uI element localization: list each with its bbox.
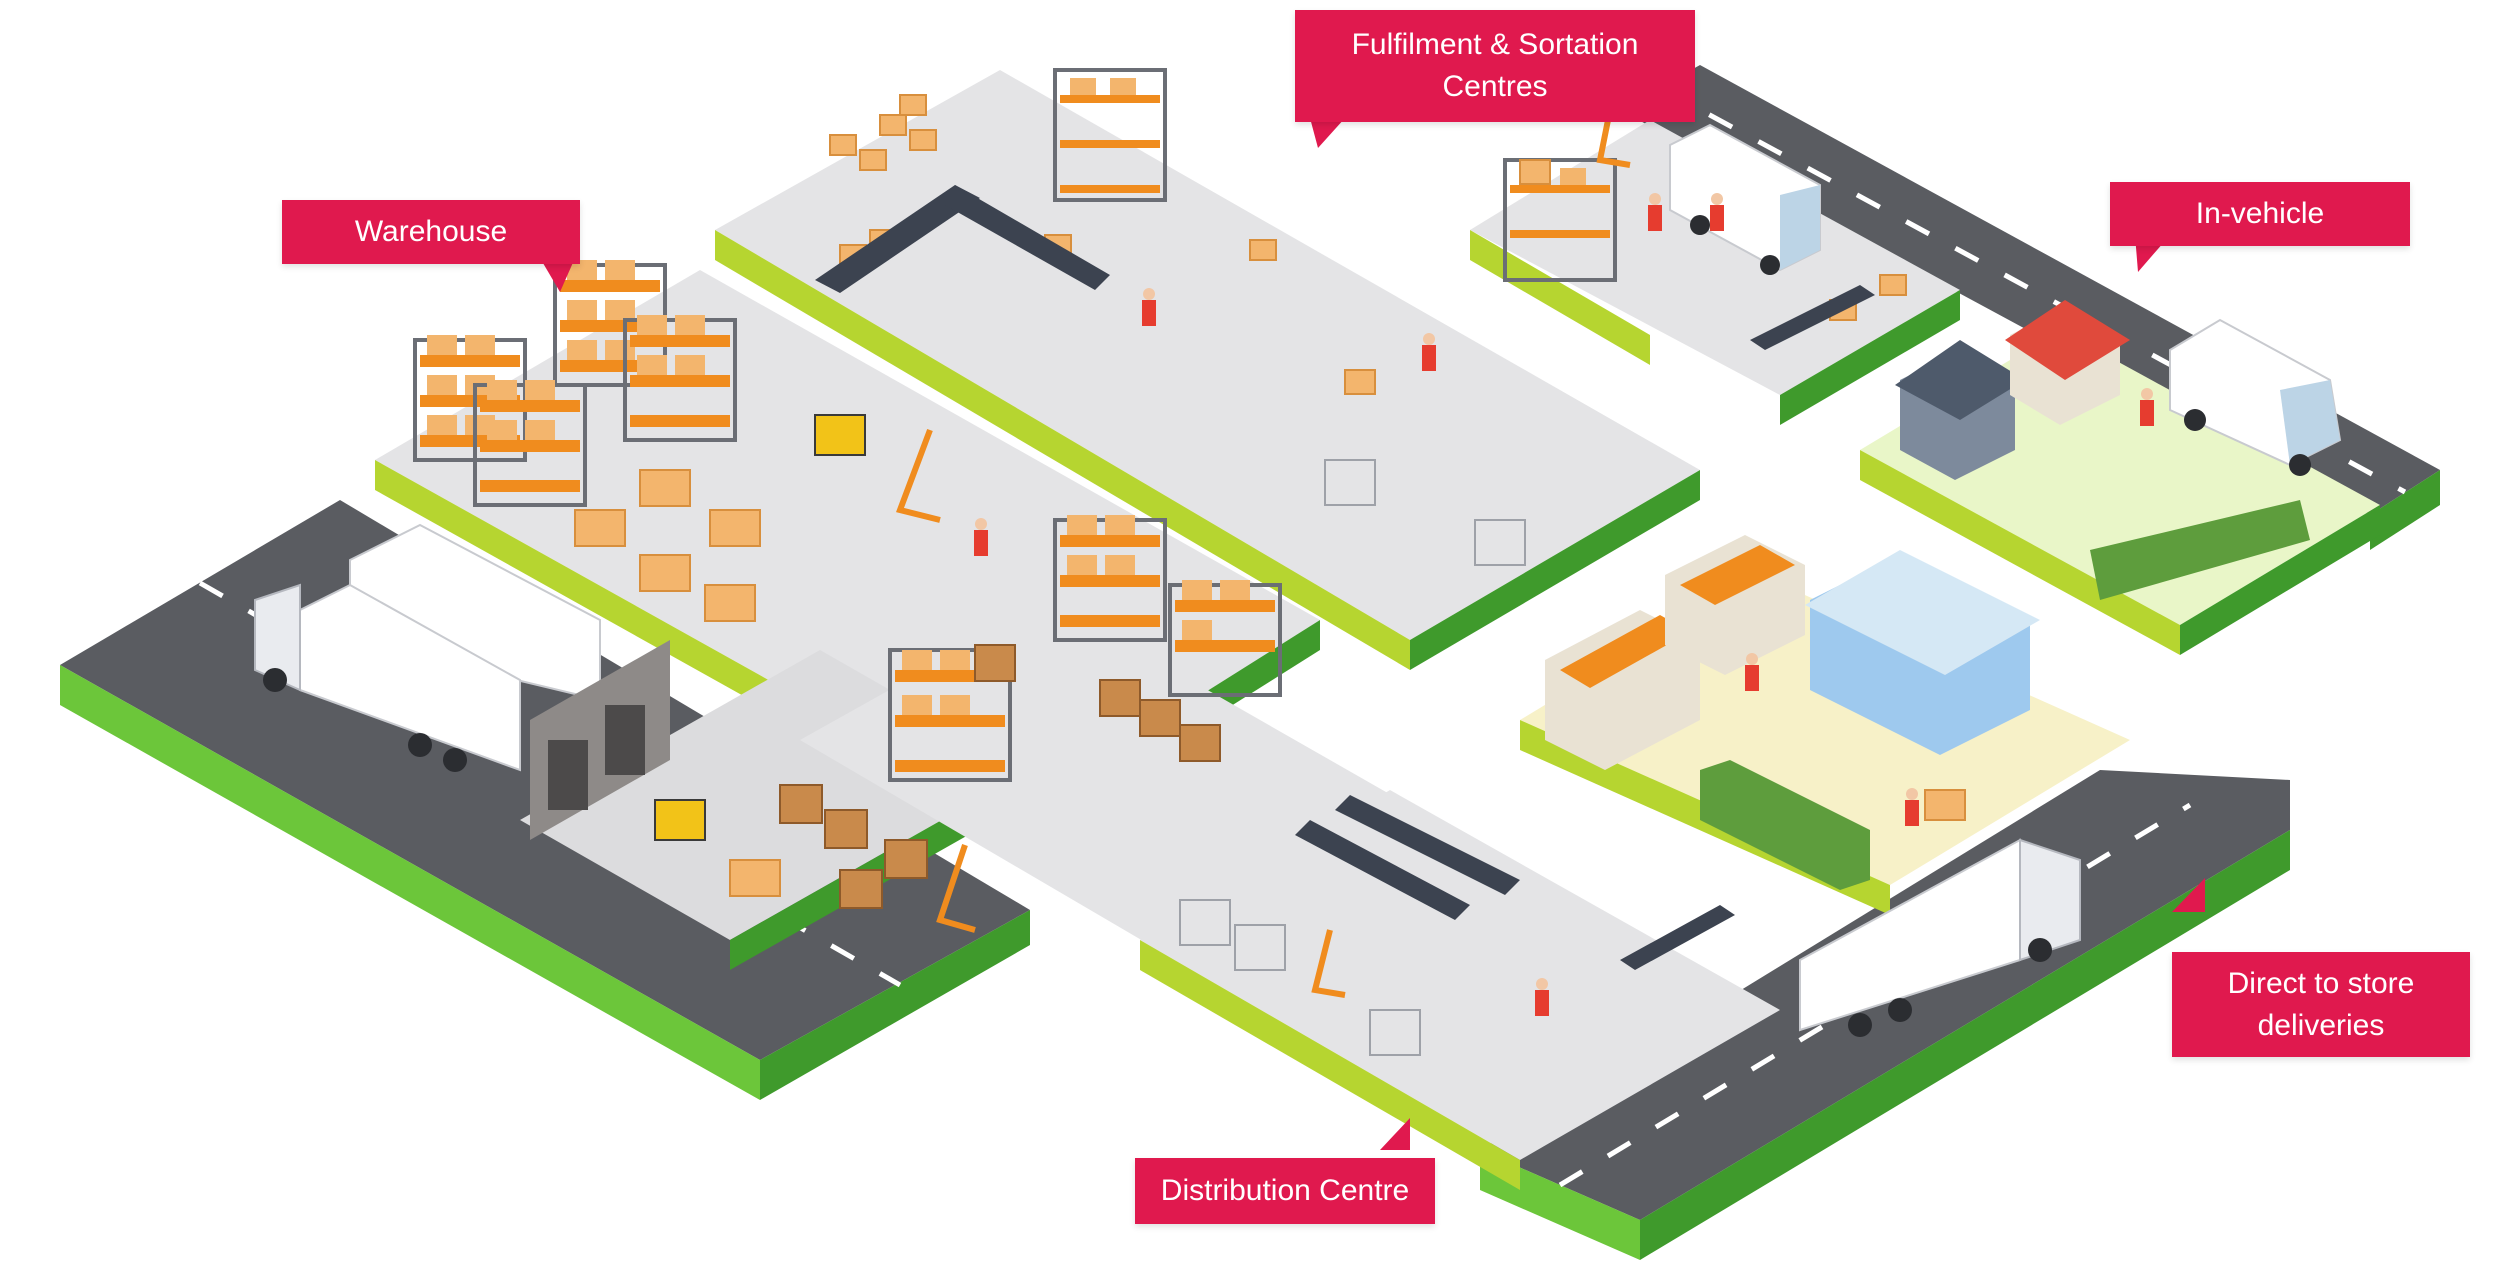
van-right [2169, 318, 2342, 476]
warehouse-callout: Warehouse [282, 200, 580, 264]
warehouse-racks [413, 68, 1617, 782]
distribution-floor [1140, 790, 1780, 1190]
van-top [1669, 123, 1821, 275]
distribution-callout: Distribution Centre [1135, 1158, 1435, 1224]
direct-to-store-callout: Direct to store deliveries [2172, 952, 2470, 1057]
in-vehicle-callout: In-vehicle [2110, 182, 2410, 246]
wooden-crates [779, 644, 1221, 909]
distribution-label: Distribution Centre [1160, 1174, 1410, 1207]
fulfilment-callout: Fulfilment & Sortation Centres [1295, 10, 1695, 122]
warehouse-label: Warehouse [354, 215, 508, 248]
direct-to-store-label: Direct to store deliveries [2227, 966, 2415, 1042]
connector-floor [800, 600, 1400, 945]
fulfilment-label: Fulfilment & Sortation Centres [1351, 28, 1639, 103]
loading-dock [530, 640, 670, 840]
in-vehicle-label: In-vehicle [2195, 197, 2325, 230]
pallet-jacks [896, 109, 1631, 998]
conveyors [815, 185, 1875, 970]
houses [1895, 300, 2130, 480]
truck-bottom-right [1799, 838, 2081, 1037]
left-trucks [254, 523, 601, 772]
shops [1545, 535, 2040, 770]
cages [1179, 459, 1526, 1056]
hedges [1700, 500, 2310, 890]
workers [974, 193, 2154, 1016]
forklifts [654, 414, 866, 841]
